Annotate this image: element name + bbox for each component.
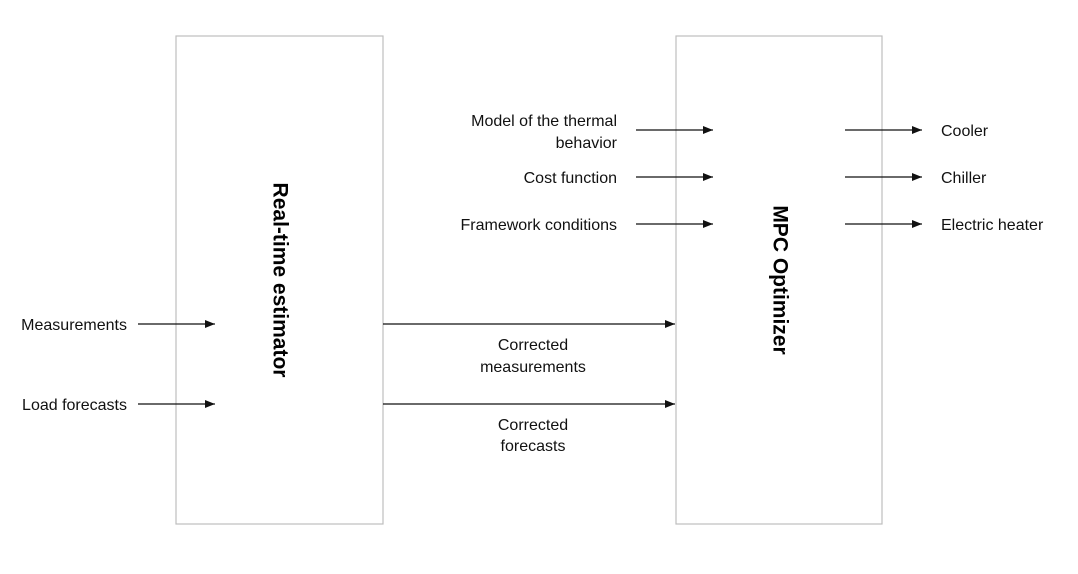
- estimator-title: Real-time estimator: [268, 183, 291, 378]
- measurements-label: Measurements: [21, 317, 127, 334]
- framework-conditions-label: Framework conditions: [461, 217, 618, 234]
- estimator-block: [175, 35, 384, 525]
- electric-heater-label: Electric heater: [941, 217, 1044, 234]
- corrected-forecasts-label-2: forecasts: [501, 438, 566, 455]
- corrected-measurements-label-1: Corrected: [498, 337, 568, 354]
- corrected-forecasts-label-1: Corrected: [498, 417, 568, 434]
- optimizer-title: MPC Optimizer: [768, 205, 791, 354]
- model-label-2: behavior: [556, 135, 618, 152]
- load-forecasts-label: Load forecasts: [22, 397, 127, 414]
- optimizer-block: [675, 35, 883, 525]
- model-label-1: Model of the thermal: [471, 113, 617, 130]
- cost-function-label: Cost function: [524, 170, 617, 187]
- cooler-label: Cooler: [941, 123, 989, 140]
- corrected-measurements-label-2: measurements: [480, 359, 586, 376]
- chiller-label: Chiller: [941, 170, 987, 187]
